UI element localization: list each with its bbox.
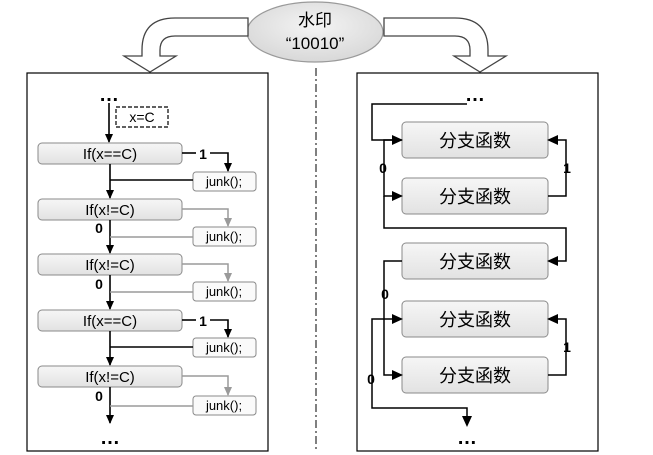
branch-label-5: 0 — [95, 388, 103, 404]
branch-label-b5: 0 — [367, 371, 375, 387]
junk-text-3: junk(); — [205, 284, 242, 299]
right-top-ellipsis: … — [465, 84, 485, 106]
cond-text-4: If(x==C) — [83, 313, 137, 330]
arrow-to-right-panel — [383, 17, 509, 73]
cond-text-2: If(x!=C) — [85, 202, 135, 219]
junk-text-4: junk(); — [205, 340, 242, 355]
function-label-3: 分支函数 — [439, 252, 511, 272]
cond-text-1: If(x==C) — [83, 146, 137, 163]
left-panel-frame — [26, 72, 269, 452]
function-label-1: 分支函数 — [439, 131, 511, 151]
branch-label-b1: 0 — [379, 160, 387, 176]
branch-label-b4: 1 — [563, 339, 571, 355]
init-text: x=C — [129, 109, 154, 125]
watermark-node: 水印 “10010” — [246, 1, 384, 63]
branch-label-3: 0 — [95, 276, 103, 292]
arrow-to-left-panel — [121, 17, 249, 73]
junk-text-1: junk(); — [205, 174, 242, 189]
junk-box-1 — [192, 171, 257, 192]
left-panel: … x=C If(x==C) junk(); 1 If(x!=C) junk()… — [37, 84, 257, 449]
function-label-2: 分支函数 — [439, 187, 511, 207]
junk-text-5: junk(); — [205, 398, 242, 413]
branch-label-4: 1 — [199, 313, 207, 329]
branch-label-b2: 1 — [563, 160, 571, 176]
right-panel-frame — [356, 72, 599, 452]
function-label-4: 分支函数 — [439, 310, 511, 330]
left-top-ellipsis: … — [99, 84, 119, 106]
watermark-title: 水印 — [298, 11, 332, 30]
junk-text-2: junk(); — [205, 229, 242, 244]
right-panel: … 分支函数 分支函数 分支函数 分支函数 分支函数 0 1 0 1 0 — [367, 84, 571, 449]
branch-label-1: 1 — [199, 146, 207, 162]
cond-text-5: If(x!=C) — [85, 369, 135, 386]
watermark-bits: “10010” — [286, 34, 345, 53]
function-label-5: 分支函数 — [439, 366, 511, 386]
branch-label-2: 0 — [95, 220, 103, 236]
cond-text-3: If(x!=C) — [85, 257, 135, 274]
right-bottom-ellipsis: … — [457, 427, 477, 449]
init-box — [115, 106, 169, 128]
left-bottom-ellipsis: … — [100, 427, 120, 449]
branch-label-b3: 0 — [381, 286, 389, 302]
